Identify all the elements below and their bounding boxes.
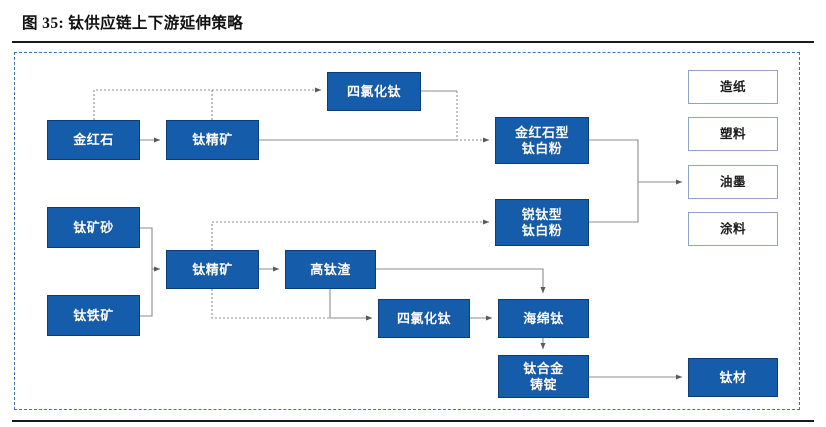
node-titanium-tetrachloride-bottom[interactable]: 四氯化钛 <box>378 299 470 338</box>
node-label: 造纸 <box>719 79 746 94</box>
node-label: 四氯化钛 <box>346 83 401 99</box>
edge-anatase-to-ink <box>589 182 639 223</box>
edge-ticonc-to-anatase <box>211 219 490 250</box>
node-ink[interactable]: 油墨 <box>688 165 778 199</box>
diagram-frame <box>14 52 800 410</box>
node-label: 钛铁矿 <box>73 307 114 323</box>
node-label: 钛精矿 <box>192 132 233 148</box>
node-label: 四氯化钛 <box>396 310 451 326</box>
node-ti-concentrate-top[interactable]: 钛精矿 <box>166 120 259 160</box>
edge-ticonc-to-ticl4b <box>211 289 373 321</box>
node-label: 钛合金 铸锭 <box>523 361 564 392</box>
node-label: 塑料 <box>719 126 746 141</box>
node-plastics[interactable]: 塑料 <box>688 117 778 151</box>
node-titanium-ore-sand[interactable]: 钛矿砂 <box>47 207 140 248</box>
node-rutile-type-tio2[interactable]: 金红石型 钛白粉 <box>495 117 589 164</box>
node-titanium-alloy-ingot[interactable]: 钛合金 铸锭 <box>498 355 589 398</box>
node-high-titanium-slag[interactable]: 高钛渣 <box>285 250 376 289</box>
node-label: 金红石型 钛白粉 <box>514 125 569 156</box>
node-label: 金红石 <box>73 132 114 148</box>
node-ilmenite[interactable]: 钛铁矿 <box>47 295 140 336</box>
edge-tisand-to-ticonc <box>140 227 161 272</box>
node-label: 钛精矿 <box>192 261 233 277</box>
node-ti-concentrate-bottom[interactable]: 钛精矿 <box>166 250 259 289</box>
figure-title: 图 35: 钛供应链上下游延伸策略 <box>22 15 244 32</box>
figure-header: 图 35: 钛供应链上下游延伸策略 <box>0 0 826 45</box>
node-label: 海绵钛 <box>523 310 564 326</box>
node-label: 涂料 <box>719 221 746 236</box>
node-titanium-sponge[interactable]: 海绵钛 <box>498 299 589 338</box>
node-rutile[interactable]: 金红石 <box>47 120 140 160</box>
footer-divider <box>12 420 814 422</box>
node-label: 钛矿砂 <box>73 219 114 235</box>
node-coatings[interactable]: 涂料 <box>688 212 778 246</box>
node-titanium-tetrachloride-top[interactable]: 四氯化钛 <box>327 72 421 111</box>
edge-slag-to-ticl4b <box>329 289 373 321</box>
edge-ticl4-to-rutiletio2 <box>456 91 490 143</box>
edge-slag-to-sponge <box>376 268 546 294</box>
edge-rutile-to-ticl4 <box>93 87 322 120</box>
node-label: 钛材 <box>719 369 747 385</box>
edge-ilmenite-to-ticonc <box>140 269 153 317</box>
node-papermaking[interactable]: 造纸 <box>688 70 778 104</box>
node-titanium-materials[interactable]: 钛材 <box>688 358 778 397</box>
node-label: 锐钛型 钛白粉 <box>521 207 563 238</box>
edge-rutiletio2-to-ink <box>589 139 683 185</box>
node-label: 油墨 <box>719 174 746 189</box>
node-label: 高钛渣 <box>310 261 351 277</box>
title-divider <box>12 41 814 43</box>
node-anatase-type-tio2[interactable]: 锐钛型 钛白粉 <box>495 199 589 246</box>
